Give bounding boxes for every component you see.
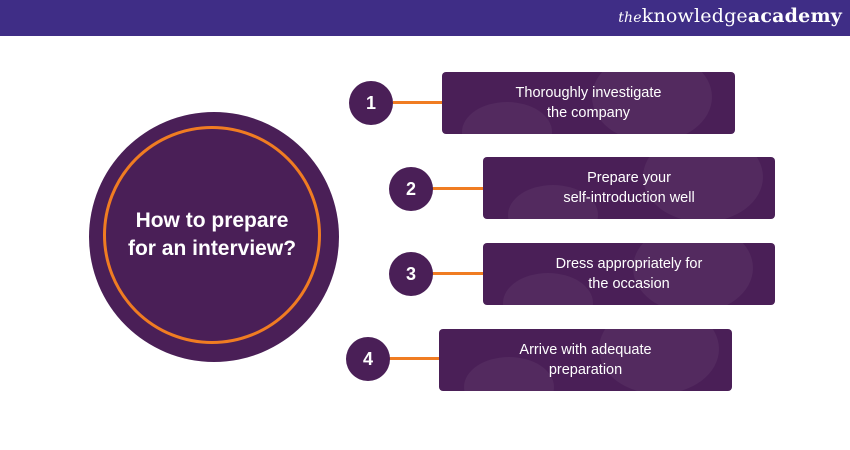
step-3-box: Dress appropriately for the occasion	[483, 243, 775, 305]
step-4-box: Arrive with adequate preparation	[439, 329, 732, 391]
step-1-number: 1	[349, 81, 393, 125]
logo-prefix: the	[618, 10, 642, 26]
step-2-text-line1: Prepare your	[587, 170, 671, 186]
step-1-text-line2: the company	[546, 105, 631, 121]
step-2-connector	[431, 187, 485, 190]
logo-knowledge: knowledge	[641, 5, 748, 27]
step-2-text-line2: self-introduction well	[563, 190, 695, 206]
central-title: How to prepare for an interview?	[127, 209, 297, 260]
logo-academy: academy	[747, 5, 842, 27]
step-1-connector	[393, 101, 445, 104]
step-3-text-line1: Dress appropriately for	[555, 256, 703, 272]
step-3-number: 3	[389, 252, 433, 296]
step-3-text-line2: the occasion	[588, 276, 670, 292]
step-1-box: Thoroughly investigate the company	[442, 72, 735, 134]
header-bar: theknowledgeacademy	[0, 0, 850, 36]
step-2-number: 2	[389, 167, 433, 211]
step-2-box: Prepare your self-introduction well	[483, 157, 775, 219]
central-circle-ring	[103, 126, 321, 344]
step-3-connector	[431, 272, 485, 275]
step-1-text-line1: Thoroughly investigate	[515, 85, 662, 101]
step-4-connector	[389, 357, 443, 360]
step-4-text-line2: preparation	[548, 362, 623, 378]
brand-logo[interactable]: theknowledgeacademy	[618, 5, 842, 27]
step-4-number: 4	[346, 337, 390, 381]
step-4-text-line1: Arrive with adequate	[519, 342, 652, 358]
